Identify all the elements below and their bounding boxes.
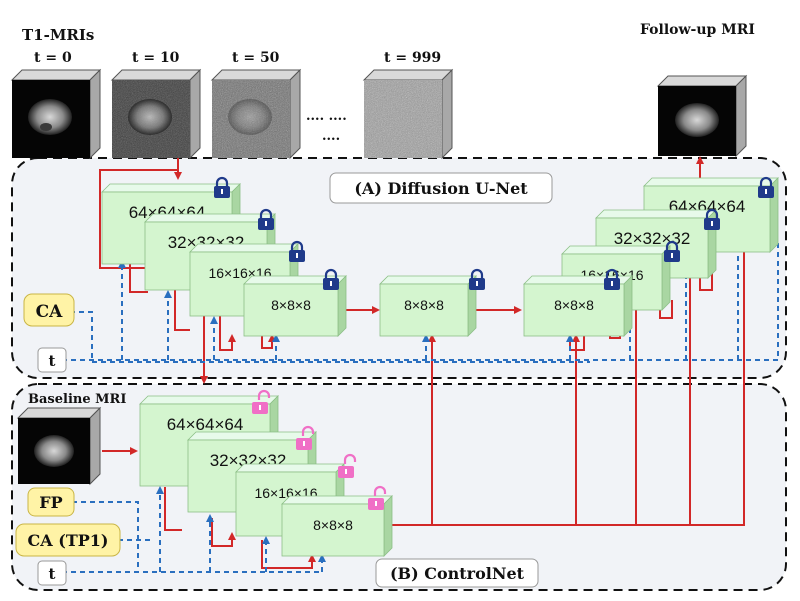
ca-tp1-input-label: CA (TP1) — [28, 531, 109, 550]
unet-encoder-block-8: 8×8×8 — [243, 268, 347, 337]
baseline-label: Baseline MRI — [28, 392, 126, 407]
follow-up-label: Follow-up MRI — [640, 22, 755, 38]
t-input-unet-label: t — [49, 352, 56, 370]
t-input-controlnet[interactable]: t — [37, 560, 67, 586]
t999-label: t = 999 — [384, 50, 441, 66]
mri-t50-image — [210, 68, 302, 160]
blue-connections — [62, 240, 779, 573]
unet-decoder-block-8-label: 8×8×8 — [554, 297, 594, 313]
unet-bottleneck-block-label: 8×8×8 — [404, 297, 444, 313]
controlnet-block-8-lock-icon — [368, 485, 387, 510]
controlnet-block-64-label: 64×64×64 — [167, 415, 244, 434]
unet-bottleneck-block-lock-icon — [469, 268, 485, 290]
unet-encoder-block-8-lock-icon — [323, 268, 339, 290]
mri-follow-up-image — [656, 74, 748, 158]
ca-input-label: CA — [36, 302, 64, 322]
unet-decoder-block-32-label: 32×32×32 — [614, 229, 691, 248]
unet-decoder-block-16-lock-icon — [664, 240, 680, 262]
fp-input[interactable]: FP — [27, 487, 75, 517]
controlnet-block-8: 8×8×8 — [281, 485, 393, 557]
t-input-controlnet-label: t — [49, 565, 56, 583]
ellipsis-dots-2: .... — [322, 129, 340, 144]
unet-encoder-block-64-lock-icon — [214, 176, 230, 198]
section-a-title-box — [329, 172, 553, 204]
t-input-unet[interactable]: t — [37, 347, 67, 373]
section-a-title: (A) Diffusion U-Net — [354, 179, 528, 198]
ca-tp1-input[interactable]: CA (TP1) — [15, 523, 121, 557]
t10-label: t = 10 — [132, 50, 180, 66]
unet-encoder-block-32-lock-icon — [258, 208, 274, 230]
unet-bottleneck-block: 8×8×8 — [379, 268, 485, 337]
mri-t10-image — [110, 68, 202, 160]
unet-decoder-block-64-lock-icon — [758, 176, 774, 198]
t0-label: t = 0 — [34, 50, 72, 66]
unet-decoder-block-8-lock-icon — [604, 268, 620, 290]
controlnet-block-64-lock-icon — [252, 389, 271, 414]
unet-encoder-block-8-label: 8×8×8 — [271, 297, 311, 313]
fp-input-label: FP — [39, 493, 62, 512]
ellipsis-dots: .... .... — [306, 109, 347, 124]
section-b-title: (B) ControlNet — [390, 564, 525, 583]
unet-decoder-block-8: 8×8×8 — [523, 268, 633, 337]
mri-t999-image — [362, 68, 454, 160]
unet-encoder-block-16: 16×16×16 — [189, 240, 305, 317]
t1-mris-label: T1-MRIs — [22, 26, 94, 44]
controlnet-block-16-lock-icon — [338, 453, 357, 478]
controlnet-block-8-label: 8×8×8 — [313, 517, 353, 533]
mri-baseline-image: Baseline MRI — [16, 392, 126, 486]
mri-t0-image — [10, 68, 102, 160]
t50-label: t = 50 — [232, 50, 280, 66]
unet-decoder-block-32-lock-icon — [704, 208, 720, 230]
controlnet-block-32-lock-icon — [296, 425, 315, 450]
unet-encoder-block-16-lock-icon — [289, 240, 305, 262]
ca-input[interactable]: CA — [23, 293, 75, 327]
section-b-title-box — [375, 558, 539, 588]
